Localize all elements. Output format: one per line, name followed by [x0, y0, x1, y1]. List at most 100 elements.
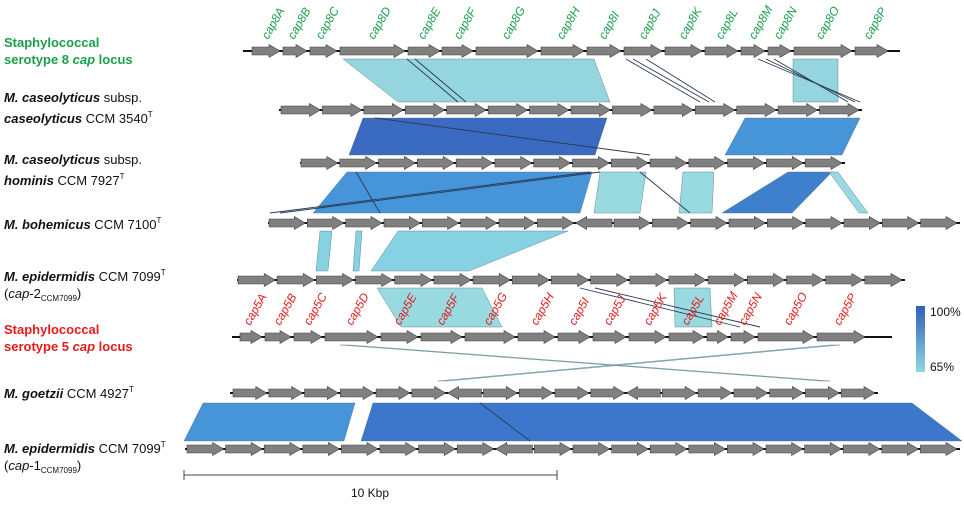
serotype5-locus: locus [95, 339, 133, 354]
me1-cap: cap [8, 458, 30, 473]
serotype5-cap: cap [72, 339, 96, 354]
identity-color-legend [916, 306, 925, 372]
track-me1-gene-arrow [186, 441, 225, 457]
gene-label: cap8G [498, 4, 528, 42]
track-mb-gene-arrow [652, 215, 690, 231]
homology-blocks [183, 58, 963, 442]
track-serotype8-gene-arrow [309, 43, 338, 59]
homology-block [721, 171, 833, 214]
serotype8-locus: locus [95, 52, 133, 67]
mch-strain: CCM 7927 [53, 173, 120, 188]
mcc-label: M. caseolyticus subsp. caseolyticus CCM … [4, 89, 153, 127]
track-serotype5-gene-arrow [517, 329, 556, 345]
track-me2-gene-arrow [551, 272, 590, 288]
me1-line1: M. epidermidis CCM 7099T [4, 436, 166, 457]
track-mg-gene-arrow [554, 385, 590, 401]
homology-block [315, 230, 333, 272]
gene-label: cap5A [240, 291, 269, 327]
track-mg-gene-arrow [483, 385, 518, 401]
mcc-line2: caseolyticus CCM 3540T [4, 106, 153, 127]
homology-block [339, 344, 831, 382]
mg-label: M. goetzii CCM 4927T [4, 381, 134, 402]
track-mg [230, 385, 878, 401]
gene-label: cap5J [600, 292, 629, 328]
mb-strain: CCM 7100 [90, 217, 157, 232]
track-mb-gene-arrow [767, 215, 805, 231]
gene-label: cap8K [675, 4, 705, 41]
track-mcc [279, 102, 862, 118]
gene-label: cap8A [258, 5, 287, 41]
track-serotype5-gene-arrow [420, 329, 463, 345]
me2-line1: M. epidermidis CCM 7099T [4, 264, 166, 285]
track-mg-gene-arrow [697, 385, 733, 401]
track-me1-gene-arrow [418, 441, 456, 457]
track-me1-gene-arrow [302, 441, 340, 457]
track-mcc-gene-arrow [653, 102, 694, 118]
mcc-line1: M. caseolyticus subsp. [4, 89, 153, 106]
mg-type-mark: T [128, 385, 134, 394]
track-me2-gene-arrow [668, 272, 707, 288]
track-mcc-gene-arrow [404, 102, 446, 118]
homology-link-line [355, 171, 381, 214]
homology-block [370, 230, 569, 272]
homology-link-line [406, 58, 459, 103]
track-serotype5-gene-arrow [293, 329, 323, 345]
track-me1-gene-arrow [456, 441, 495, 457]
mcc-subspecies: caseolyticus [4, 111, 83, 126]
serotype5-label: Staphylococcal serotype 5 cap locus [4, 321, 133, 355]
homology-block [673, 287, 713, 328]
track-me2-gene-arrow [276, 272, 315, 288]
me1-strain: CCM 7099 [95, 441, 161, 456]
homology-link-line [279, 171, 601, 214]
me1-line2: (cap-1CCM7099) [4, 457, 166, 479]
mch-subsp: subsp. [100, 152, 143, 167]
mch-label: M. caseolyticus subsp. hominis CCM 7927T [4, 151, 142, 189]
gene-label: cap8B [284, 5, 313, 41]
homology-block [593, 171, 647, 214]
homology-block [437, 344, 841, 382]
track-me2-gene-arrow [433, 272, 472, 288]
track-me2 [237, 272, 905, 288]
track-mcc-gene-arrow [819, 102, 860, 118]
track-mb-gene-arrow [345, 215, 383, 231]
track-mb [268, 215, 960, 231]
mch-subspecies: hominis [4, 173, 54, 188]
track-serotype5-gene-arrow [628, 329, 667, 345]
mch-line1: M. caseolyticus subsp. [4, 151, 142, 168]
track-mb-gene-arrow [307, 215, 345, 231]
track-mcc-gene-arrow [363, 102, 404, 118]
track-serotype8-gene-arrow [282, 43, 308, 59]
gene-label: cap5O [780, 290, 810, 328]
gene-label: cap5C [300, 290, 330, 327]
track-mcc-gene-arrow [322, 102, 363, 118]
track-mb-gene-arrow [460, 215, 498, 231]
track-mg-gene-arrow [304, 385, 339, 401]
serotype8-label: Staphylococcal serotype 8 cap locus [4, 34, 133, 68]
track-mg-gene-arrow [769, 385, 805, 401]
track-mch-gene-arrow [494, 155, 533, 171]
track-mch-gene-arrow [455, 155, 494, 171]
track-mcc-gene-arrow [280, 102, 322, 118]
track-mg-gene-arrow [840, 385, 876, 401]
gene-label: cap8H [553, 4, 583, 41]
mg-strain: CCM 4927 [63, 386, 129, 401]
track-me1-gene-arrow [804, 441, 842, 457]
track-me2-gene-arrow [864, 272, 903, 288]
homology-link-line [269, 171, 591, 214]
track-serotype5-gene-arrow [264, 329, 292, 345]
track-me1-gene-arrow [727, 441, 765, 457]
track-mch-gene-arrow [572, 155, 610, 171]
track-mch-gene-arrow [688, 155, 727, 171]
track-me2-gene-arrow [707, 272, 746, 288]
track-me1-gene-arrow [263, 441, 302, 457]
track-serotype5-gene-arrow [239, 329, 263, 345]
mg-species: M. goetzii [4, 386, 64, 401]
track-serotype8-gene-arrow [475, 43, 539, 59]
track-mg-gene-arrow [232, 385, 268, 401]
me1-type-mark: T [160, 440, 166, 449]
track-me1-gene-arrow [341, 441, 379, 457]
track-me1-gene-arrow [920, 441, 958, 457]
me2-subscript: CCM7099 [40, 294, 77, 303]
